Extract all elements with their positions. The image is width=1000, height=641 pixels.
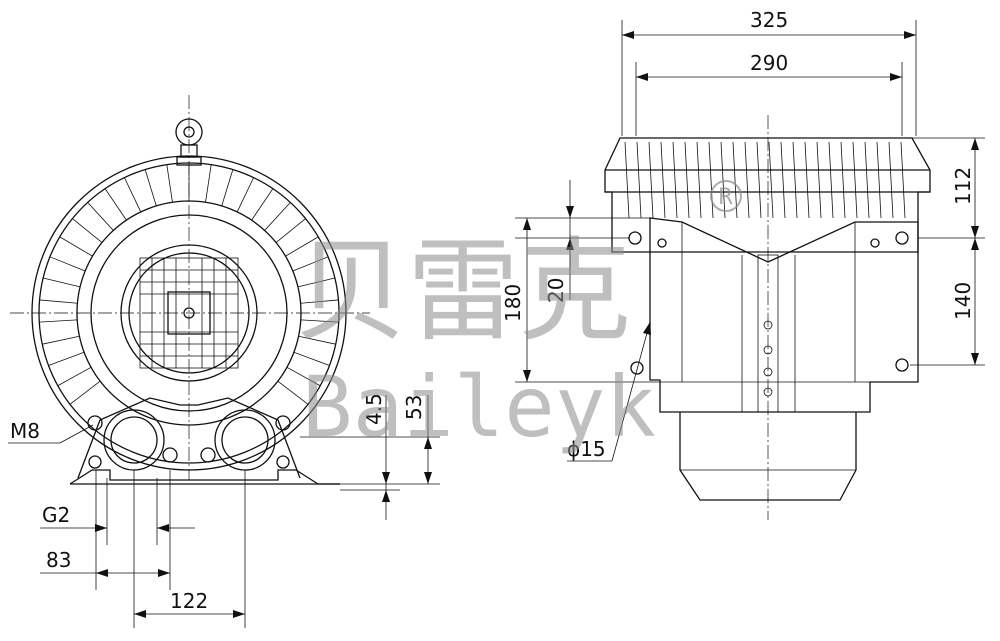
side-fin-line [636, 141, 642, 219]
side-cooling-fins [624, 141, 906, 219]
side-fin-line [900, 141, 906, 219]
side-fin-line [816, 141, 822, 219]
side-fin-line [732, 141, 738, 219]
fin-line [39, 319, 78, 323]
side-fin-line [828, 141, 834, 219]
side-fin-line [708, 141, 714, 219]
fin-line [124, 177, 142, 213]
side-fin-line [852, 141, 858, 219]
side-fin-line [756, 141, 762, 219]
dim-widths [621, 20, 917, 136]
side-fin-line [684, 141, 690, 219]
side-fin-line [792, 141, 798, 219]
fin-line [205, 164, 212, 203]
fin-line [251, 188, 274, 221]
lifting-eye [175, 118, 203, 166]
fin-line [285, 236, 319, 257]
fin-line [300, 299, 339, 304]
fin-line [297, 277, 335, 288]
dim-mount-height: 180 [501, 284, 525, 322]
side-fin-line [720, 141, 726, 219]
fin-line [264, 202, 291, 231]
fin-line [293, 351, 330, 366]
fin-line [236, 177, 254, 213]
side-fin-line [624, 141, 630, 219]
dim-foot-heights [300, 395, 440, 520]
fin-line [144, 169, 157, 207]
port-body [69, 397, 340, 485]
fin-line [298, 335, 336, 345]
dim-center-label: 53 [402, 395, 426, 420]
dim-left-heights [515, 180, 660, 383]
fin-line [286, 366, 321, 387]
fin-line [39, 299, 78, 304]
dim-spacing-122: 122 [170, 589, 208, 613]
side-fin-line [744, 141, 750, 219]
watermark-cn: 贝雷克 [295, 227, 631, 357]
watermark: 贝雷克 Baileyk R [295, 180, 742, 456]
fin-line [42, 335, 80, 345]
dim-bottom-spacings [40, 470, 246, 628]
fin-line [69, 380, 101, 405]
side-fin-line [888, 141, 894, 219]
fin-line [275, 218, 306, 243]
fin-line [48, 351, 85, 366]
side-fin-line [768, 141, 774, 219]
fin-line [292, 256, 329, 272]
front-view: 4.5 53 M8 G2 83 122 [8, 95, 440, 628]
fin-line [49, 256, 86, 272]
fin-line [72, 218, 103, 243]
fin-line [43, 277, 81, 288]
fin-line [300, 319, 339, 323]
fin-line [277, 380, 309, 405]
motor-fan-grid [139, 257, 239, 369]
cooling-fins [39, 163, 339, 405]
fin-line [221, 169, 234, 207]
side-fin-line [804, 141, 810, 219]
dim-top-height: 112 [951, 167, 975, 205]
fin-line [59, 236, 93, 257]
fin-line [87, 202, 114, 231]
side-fin-line [648, 141, 654, 219]
side-fin-line [696, 141, 702, 219]
dim-offset-20: 20 [544, 278, 568, 303]
dim-lower-height: 140 [951, 282, 975, 320]
dim-hole-diameter: ϕ15 [567, 437, 606, 461]
side-fin-line [864, 141, 870, 219]
side-fin-line [672, 141, 678, 219]
dim-thread-label: M8 [10, 419, 40, 443]
fin-line [166, 164, 173, 203]
side-fin-line [660, 141, 666, 219]
dim-overall-width: 325 [750, 8, 788, 32]
side-fin-line [780, 141, 786, 219]
dim-foot-label: 4.5 [362, 393, 386, 425]
dim-frame-width: 290 [750, 51, 788, 75]
side-fin-line [840, 141, 846, 219]
fin-line [57, 366, 92, 387]
dim-spacing-83: 83 [46, 548, 71, 572]
side-view: 325 290 112 140 180 20 [501, 8, 985, 520]
dim-right-heights [910, 137, 985, 366]
watermark-en: Baileyk [302, 358, 656, 456]
fin-line [104, 188, 127, 221]
side-fin-line [876, 141, 882, 219]
watermark-registered: R [718, 185, 733, 210]
dim-port-label: G2 [42, 503, 70, 527]
